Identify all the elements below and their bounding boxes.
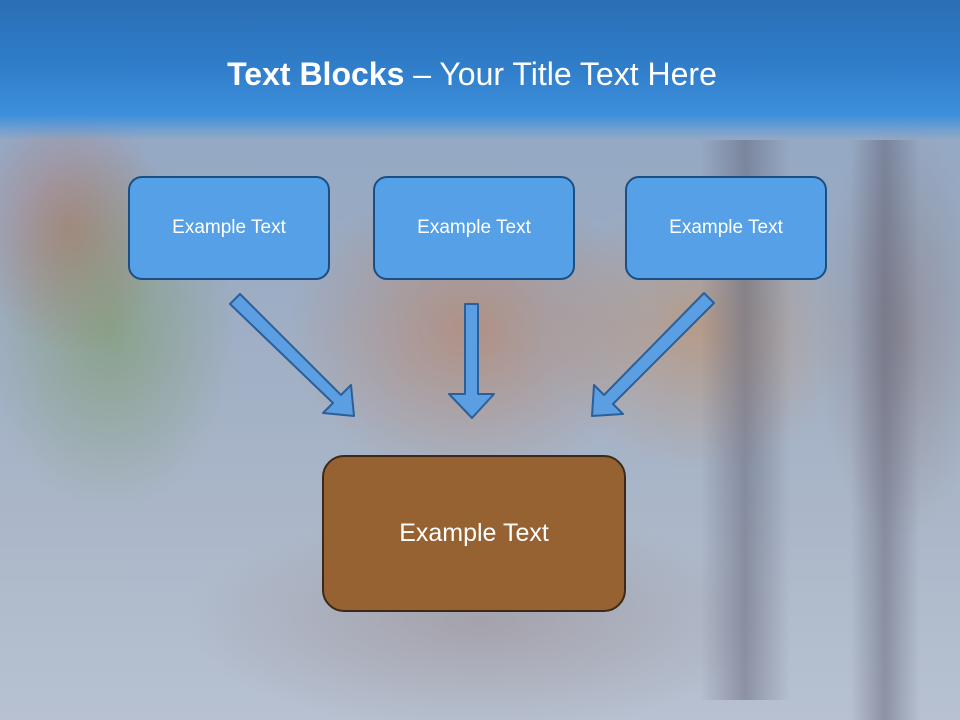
text-block-label: Example Text (669, 217, 783, 238)
text-block-label: Example Text (172, 217, 286, 238)
arrow-center-down (448, 303, 495, 419)
title-bar: Text Blocks – Your Title Text Here (0, 0, 960, 140)
text-block-label: Example Text (417, 217, 531, 238)
arrow-right-diagonal (591, 292, 715, 417)
title-rest-part: Your Title Text Here (439, 56, 717, 92)
title-separator: – (413, 56, 432, 92)
slide-title: Text Blocks – Your Title Text Here (0, 54, 944, 94)
background-tree-trunk (850, 140, 920, 720)
target-text-label: Example Text (399, 519, 549, 547)
text-block-right[interactable]: Example Text (625, 176, 827, 280)
text-block-left[interactable]: Example Text (128, 176, 330, 280)
text-block-center[interactable]: Example Text (373, 176, 575, 280)
target-text-block[interactable]: Example Text (322, 455, 626, 612)
arrow-left-diagonal (229, 293, 355, 417)
title-bold-part: Text Blocks (227, 56, 405, 92)
